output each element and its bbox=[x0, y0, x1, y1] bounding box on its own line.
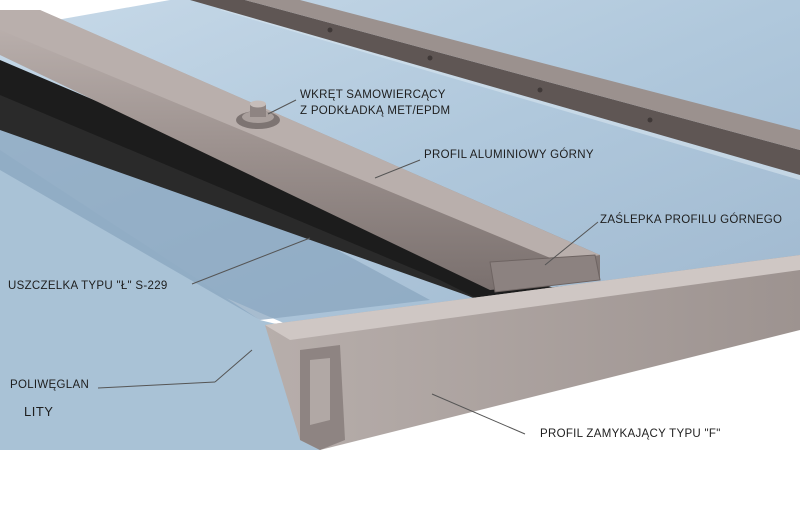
leader-screw bbox=[267, 99, 297, 115]
leader-lines bbox=[97, 99, 599, 435]
label-closing-profile: PROFIL ZAMYKAJĄCY TYPU "F" bbox=[540, 428, 721, 440]
leader-gasket bbox=[191, 237, 311, 285]
closing-profile-f-top bbox=[265, 255, 800, 340]
label-polycarbonate-line1: POLIWĘGLAN bbox=[10, 379, 90, 391]
closing-profile-f-inner bbox=[310, 358, 330, 425]
leader-end-cap bbox=[544, 221, 599, 266]
leader-polycarbonate-2 bbox=[214, 349, 253, 383]
far-rail bbox=[190, 0, 800, 175]
label-top-profile: PROFIL ALUMINIOWY GÓRNY bbox=[424, 149, 594, 161]
label-end-cap: ZAŚLEPKA PROFILU GÓRNEGO bbox=[600, 214, 783, 226]
leader-top-profile bbox=[374, 159, 421, 179]
rail-screws bbox=[327, 27, 653, 123]
label-gasket: USZCZELKA TYPU "Ł" S-229 bbox=[8, 280, 168, 292]
label-polycarbonate-line2: LITY bbox=[24, 404, 54, 419]
far-rail-top bbox=[245, 0, 800, 150]
label-screw-line1: WKRĘT SAMOWIERCĄCY bbox=[300, 89, 446, 101]
closing-profile-f bbox=[265, 255, 800, 450]
gasket-lower-lip bbox=[0, 95, 480, 300]
label-screw-line2: Z PODKŁADKĄ MET/EPDM bbox=[300, 105, 451, 117]
leader-closing-profile bbox=[431, 393, 526, 435]
screw-icon bbox=[236, 100, 280, 129]
polycarbonate-sheet-lower bbox=[0, 150, 320, 450]
top-profile-upper-face bbox=[0, 10, 600, 262]
end-cap bbox=[489, 254, 601, 293]
leader-polycarbonate bbox=[97, 381, 216, 389]
